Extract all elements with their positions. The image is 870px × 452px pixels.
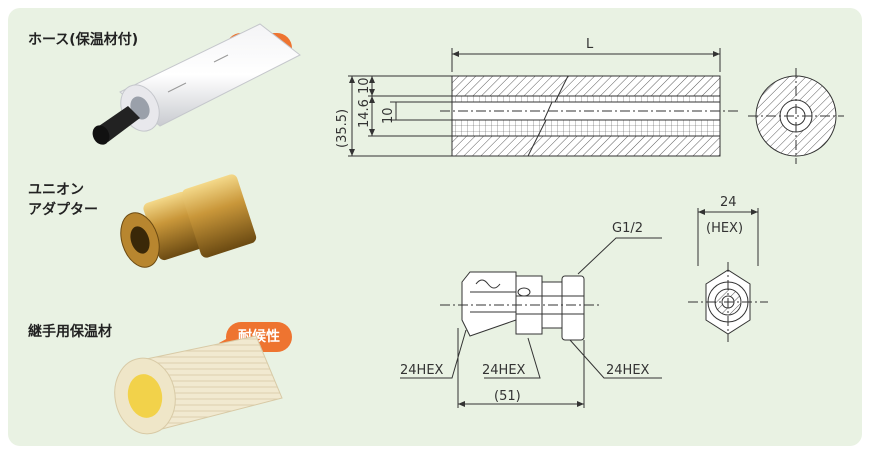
- hex-size-label: (HEX): [706, 221, 743, 236]
- insulation-label: 継手用保温材: [28, 324, 112, 340]
- insulation-thickness-label: 10: [357, 77, 372, 94]
- adapter-side-drawing: [400, 237, 662, 408]
- adapter-length-label: (51): [494, 389, 521, 404]
- inner-diameter-label: 10: [381, 107, 396, 124]
- thread-label: G1/2: [612, 221, 643, 236]
- length-label: L: [586, 37, 594, 52]
- union-label-line2: アダプター: [28, 202, 98, 218]
- union-adapter-image: [120, 174, 257, 268]
- hose-label: ホース(保温材付): [28, 32, 139, 48]
- insulation-sleeve-image: [114, 335, 283, 435]
- hex-label-mid: 24HEX: [482, 363, 526, 378]
- hose-section-drawing: [348, 48, 844, 164]
- hex-label-right: 24HEX: [606, 363, 650, 378]
- hex-label-left: 24HEX: [400, 363, 444, 378]
- hex-size-value: 24: [720, 195, 737, 210]
- tube-diameter-label: 14.6: [357, 99, 372, 128]
- adapter-end-view: [688, 208, 768, 342]
- hose-image: [92, 23, 301, 145]
- union-label-line1: ユニオン: [28, 182, 84, 198]
- outer-diameter-label: (35.5): [335, 109, 350, 148]
